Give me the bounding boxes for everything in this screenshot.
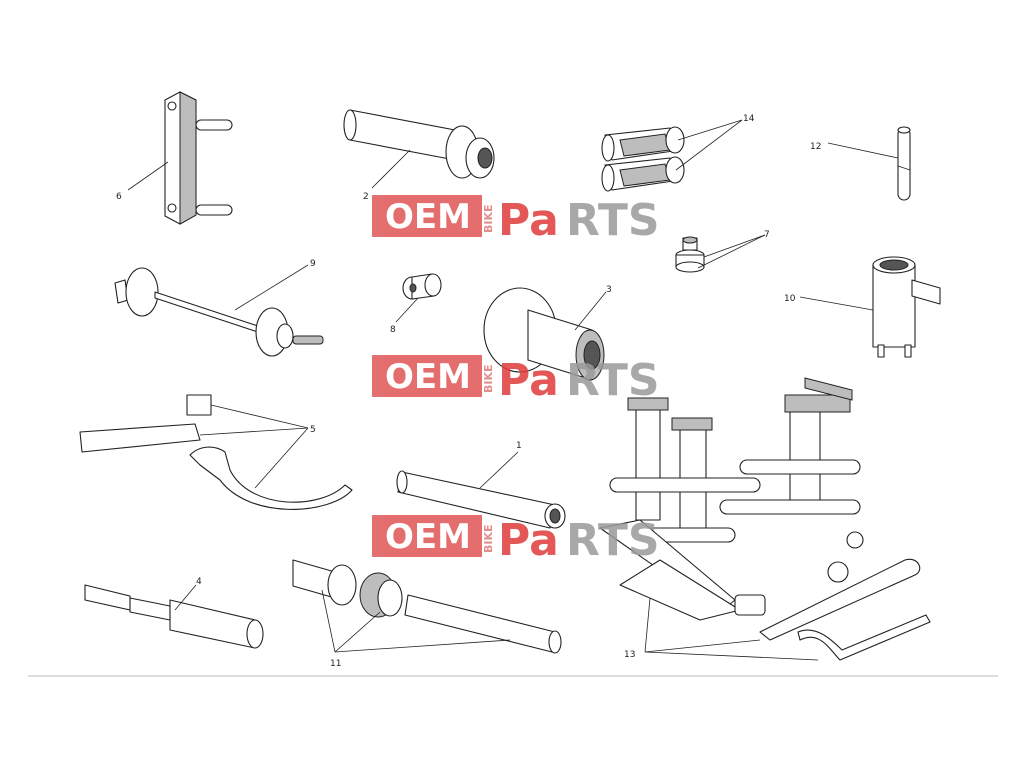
svg-text:OEM: OEM [385, 517, 471, 557]
leader-5c [254, 427, 309, 489]
part-14-split-sleeve[interactable] [601, 126, 685, 192]
leader-4 [174, 584, 197, 611]
part-8-collar[interactable] [402, 273, 442, 300]
leader-2 [371, 149, 411, 189]
leader-12 [827, 142, 899, 159]
svg-text:Pa: Pa [498, 515, 559, 566]
callout-12: 12 [810, 142, 821, 152]
leader-10 [799, 296, 874, 311]
leader-14a [677, 119, 743, 141]
leader-7b [697, 234, 766, 269]
callout-11: 11 [330, 659, 341, 669]
svg-text:Pa: Pa [498, 195, 559, 246]
leader-13c [644, 651, 819, 661]
part-3-threaded-sleeve[interactable] [483, 287, 605, 381]
part-2-sleeve[interactable] [343, 109, 495, 179]
svg-text:BIKE: BIKE [482, 204, 495, 233]
callout-3: 3 [606, 285, 612, 295]
svg-text:BIKE: BIKE [482, 364, 495, 393]
callout-6: 6 [116, 192, 122, 202]
part-6-bracket[interactable] [164, 91, 233, 225]
leader-11a [321, 589, 336, 653]
leader-13a [644, 597, 651, 653]
watermark-bottom: OEM BIKE Pa RTS [372, 515, 660, 566]
part-10-holder[interactable] [872, 256, 941, 358]
watermark-top: OEM BIKE Pa RTS [372, 195, 660, 246]
leader-3 [574, 291, 607, 331]
svg-text:OEM: OEM [385, 357, 471, 397]
svg-text:BIKE: BIKE [482, 524, 495, 553]
leader-5b [199, 427, 309, 436]
leader-11c [334, 639, 511, 653]
leader-14b [675, 119, 743, 171]
leader-11b [334, 611, 381, 653]
callout-10: 10 [784, 294, 796, 304]
svg-text:RTS: RTS [566, 195, 660, 246]
svg-text:Pa: Pa [498, 355, 559, 406]
leader-5a [210, 404, 309, 429]
callout-14: 14 [743, 114, 755, 124]
watermark-middle: OEM BIKE Pa RTS [372, 355, 660, 406]
leader-7a [703, 234, 766, 258]
leader-9 [234, 264, 309, 311]
callout-13: 13 [624, 650, 635, 660]
callout-1: 1 [516, 441, 522, 451]
leader-13b [644, 639, 761, 653]
part-11-sleeve-set[interactable] [292, 559, 562, 654]
part-5-wrench-set[interactable] [79, 394, 353, 510]
callout-7: 7 [764, 230, 770, 240]
part-9-puller[interactable] [114, 267, 324, 357]
part-1-tube[interactable] [396, 470, 566, 529]
part-12-pin[interactable] [897, 126, 911, 201]
leader-8 [395, 297, 419, 323]
callout-8: 8 [390, 325, 396, 335]
callout-5: 5 [310, 425, 316, 435]
part-13-stand-and-jack[interactable] [599, 377, 931, 661]
svg-text:RTS: RTS [566, 515, 660, 566]
callout-2: 2 [363, 192, 369, 202]
part-7-fitting[interactable] [675, 236, 705, 273]
leader-1 [479, 451, 519, 489]
svg-text:OEM: OEM [385, 197, 471, 237]
svg-text:RTS: RTS [566, 355, 660, 406]
callout-4: 4 [196, 577, 202, 587]
callout-9: 9 [310, 259, 316, 269]
part-4-shaft[interactable] [84, 584, 264, 649]
leader-6 [127, 161, 169, 191]
